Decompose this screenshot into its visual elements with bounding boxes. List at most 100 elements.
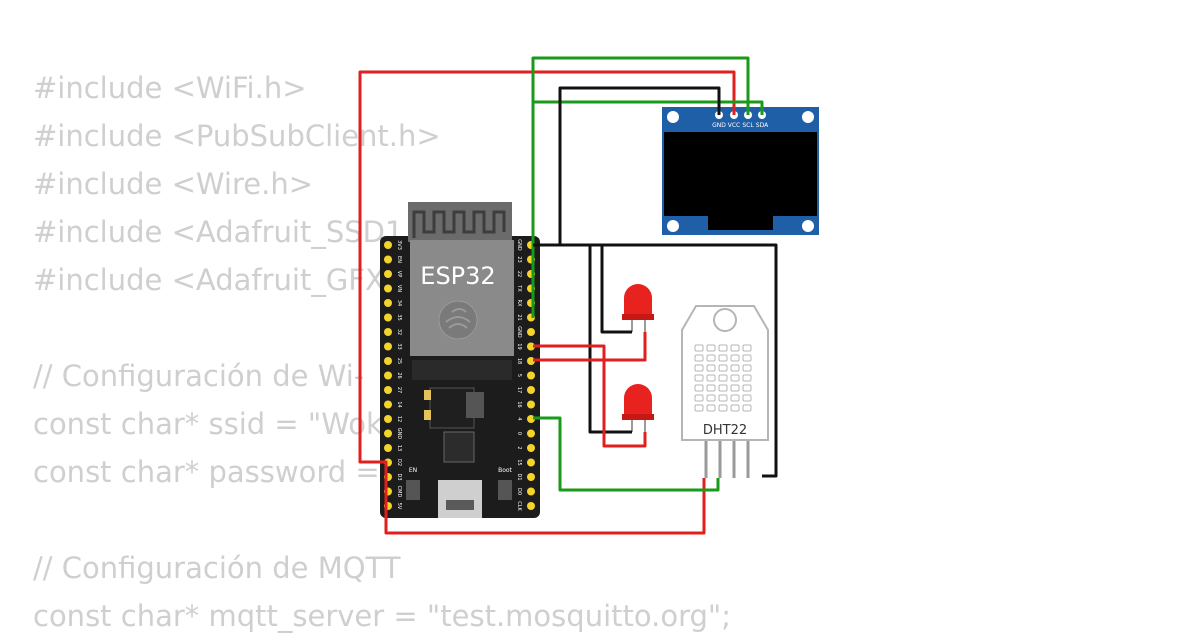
- esp32-left-pin-label: 13: [396, 445, 402, 451]
- wire-power-vcc[interactable]: [358, 70, 736, 515]
- esp32-right-pin-label: 21: [516, 314, 522, 320]
- esp32-left-pin-label: 27: [396, 387, 402, 393]
- dht22-vent: [706, 354, 716, 362]
- oled-pin-label: GND: [712, 122, 726, 129]
- dht22-vent: [706, 404, 716, 412]
- esp32-board[interactable]: ESP32 EN Boot 3V3ENVPVN34353233252627141…: [380, 202, 540, 518]
- dht22-vent: [694, 404, 704, 412]
- esp32-right-pin[interactable]: [527, 473, 535, 481]
- dht22-vent: [706, 364, 716, 372]
- dht22-vent: [730, 394, 740, 402]
- dht22-vent: [694, 344, 704, 352]
- esp32-left-pin-label: 26: [396, 372, 402, 378]
- micro-usb-port[interactable]: [438, 480, 482, 518]
- dht22-vent: [694, 374, 704, 382]
- code-line: #include <Adafruit_GFX: [33, 263, 385, 297]
- code-line: // Configuración de MQTT: [33, 551, 401, 585]
- dht22-vent: [694, 394, 704, 402]
- dht22-vent: [742, 404, 752, 412]
- dht22-vent: [730, 404, 740, 412]
- esp32-right-pin-label: CLK: [516, 501, 522, 511]
- esp32-left-pin-label: VP: [396, 271, 402, 277]
- led-2[interactable]: [622, 384, 654, 432]
- esp32-right-pin[interactable]: [527, 386, 535, 394]
- code-line: #include <PubSubClient.h>: [33, 119, 441, 153]
- dht22-vent: [742, 394, 752, 402]
- esp32-left-pin[interactable]: [384, 342, 392, 351]
- esp32-left-pin[interactable]: [384, 255, 392, 264]
- esp32-left-pin[interactable]: [384, 371, 392, 380]
- dht22-vent: [694, 384, 704, 392]
- esp32-right-pin[interactable]: [527, 429, 535, 438]
- wire-gnd-dht[interactable]: [533, 243, 778, 478]
- led-1-body: [624, 284, 652, 320]
- wire-sda[interactable]: [531, 100, 764, 318]
- dht22-vent: [718, 394, 728, 402]
- dht22-vent: [706, 384, 716, 392]
- oled-pin-label: SCL: [742, 122, 754, 129]
- dht22-vent: [742, 344, 752, 352]
- esp32-left-pin[interactable]: [384, 357, 392, 365]
- boot-button[interactable]: [498, 480, 512, 500]
- esp32-left-pin[interactable]: [384, 415, 392, 423]
- led-1[interactable]: [622, 284, 654, 332]
- esp32-right-pin[interactable]: [527, 444, 535, 452]
- esp32-left-pin[interactable]: [384, 400, 392, 409]
- oled-pin-label: SDA: [756, 122, 769, 129]
- esp32-right-pin-label: 16: [516, 401, 522, 407]
- code-line: // Configuración de Wi-: [33, 359, 365, 393]
- code-line: #include <Adafruit_SSD1: [33, 215, 404, 249]
- board-components: [412, 360, 512, 380]
- dht22-vent: [742, 364, 752, 372]
- oled-display[interactable]: GND VCC SCL SDA: [662, 107, 819, 235]
- esp32-label: ESP32: [420, 262, 495, 290]
- wire-led1[interactable]: [533, 332, 647, 362]
- esp32-right-pin-label: 19: [516, 343, 522, 349]
- wire-gnd-led2[interactable]: [588, 245, 632, 434]
- esp32-right-pin-label: 2: [516, 446, 522, 449]
- wire-dht-data[interactable]: [533, 416, 720, 492]
- esp32-left-pin[interactable]: [384, 313, 392, 322]
- esp32-left-pin[interactable]: [384, 444, 392, 452]
- en-button[interactable]: [406, 480, 420, 500]
- antenna-trace: [412, 210, 506, 238]
- esp32-left-pin[interactable]: [384, 429, 392, 438]
- esp32-right-pin[interactable]: [527, 400, 535, 409]
- dht22-vent: [718, 354, 728, 362]
- oled-ribbon: [708, 216, 773, 230]
- esp32-right-pin-label: 15: [516, 459, 522, 465]
- wire-power-dht[interactable]: [384, 478, 706, 535]
- dht22-vent: [718, 344, 728, 352]
- esp32-left-pin[interactable]: [384, 241, 392, 249]
- esp32-right-pin[interactable]: [527, 371, 535, 380]
- wire-led2[interactable]: [533, 344, 647, 448]
- led-1-rim: [622, 314, 654, 320]
- esp32-right-pin[interactable]: [527, 487, 535, 496]
- usb-chip: [443, 431, 475, 463]
- dht22-vent: [730, 364, 740, 372]
- esp32-right-pin[interactable]: [527, 502, 535, 510]
- esp32-left-pin-label: 34: [396, 300, 402, 306]
- esp32-left-pin[interactable]: [384, 284, 392, 293]
- esp32-right-pin-label: 4: [516, 417, 522, 420]
- dht22-sensor[interactable]: DHT22: [681, 305, 769, 478]
- esp32-left-pin[interactable]: [384, 299, 392, 307]
- wire-gnd-led1[interactable]: [600, 245, 632, 334]
- espressif-logo-icon: [438, 300, 478, 340]
- esp32-right-pin-label: GND: [516, 239, 522, 251]
- dht22-vent: [730, 384, 740, 392]
- esp32-left-pin[interactable]: [384, 386, 392, 394]
- oled-mount-hole: [802, 220, 814, 232]
- dht22-vent: [742, 354, 752, 362]
- esp32-right-pin[interactable]: [527, 328, 535, 336]
- esp32-right-pin-label: D1: [516, 473, 522, 480]
- esp32-left-pin[interactable]: [384, 328, 392, 336]
- dht22-vent: [706, 344, 716, 352]
- esp32-left-pin[interactable]: [384, 270, 392, 278]
- oled-mount-hole: [667, 220, 679, 232]
- dht22-vent: [730, 354, 740, 362]
- dht22-vent: [706, 374, 716, 382]
- dht22-vent: [742, 374, 752, 382]
- esp32-right-pin[interactable]: [527, 458, 535, 467]
- dht22-label: DHT22: [703, 423, 747, 438]
